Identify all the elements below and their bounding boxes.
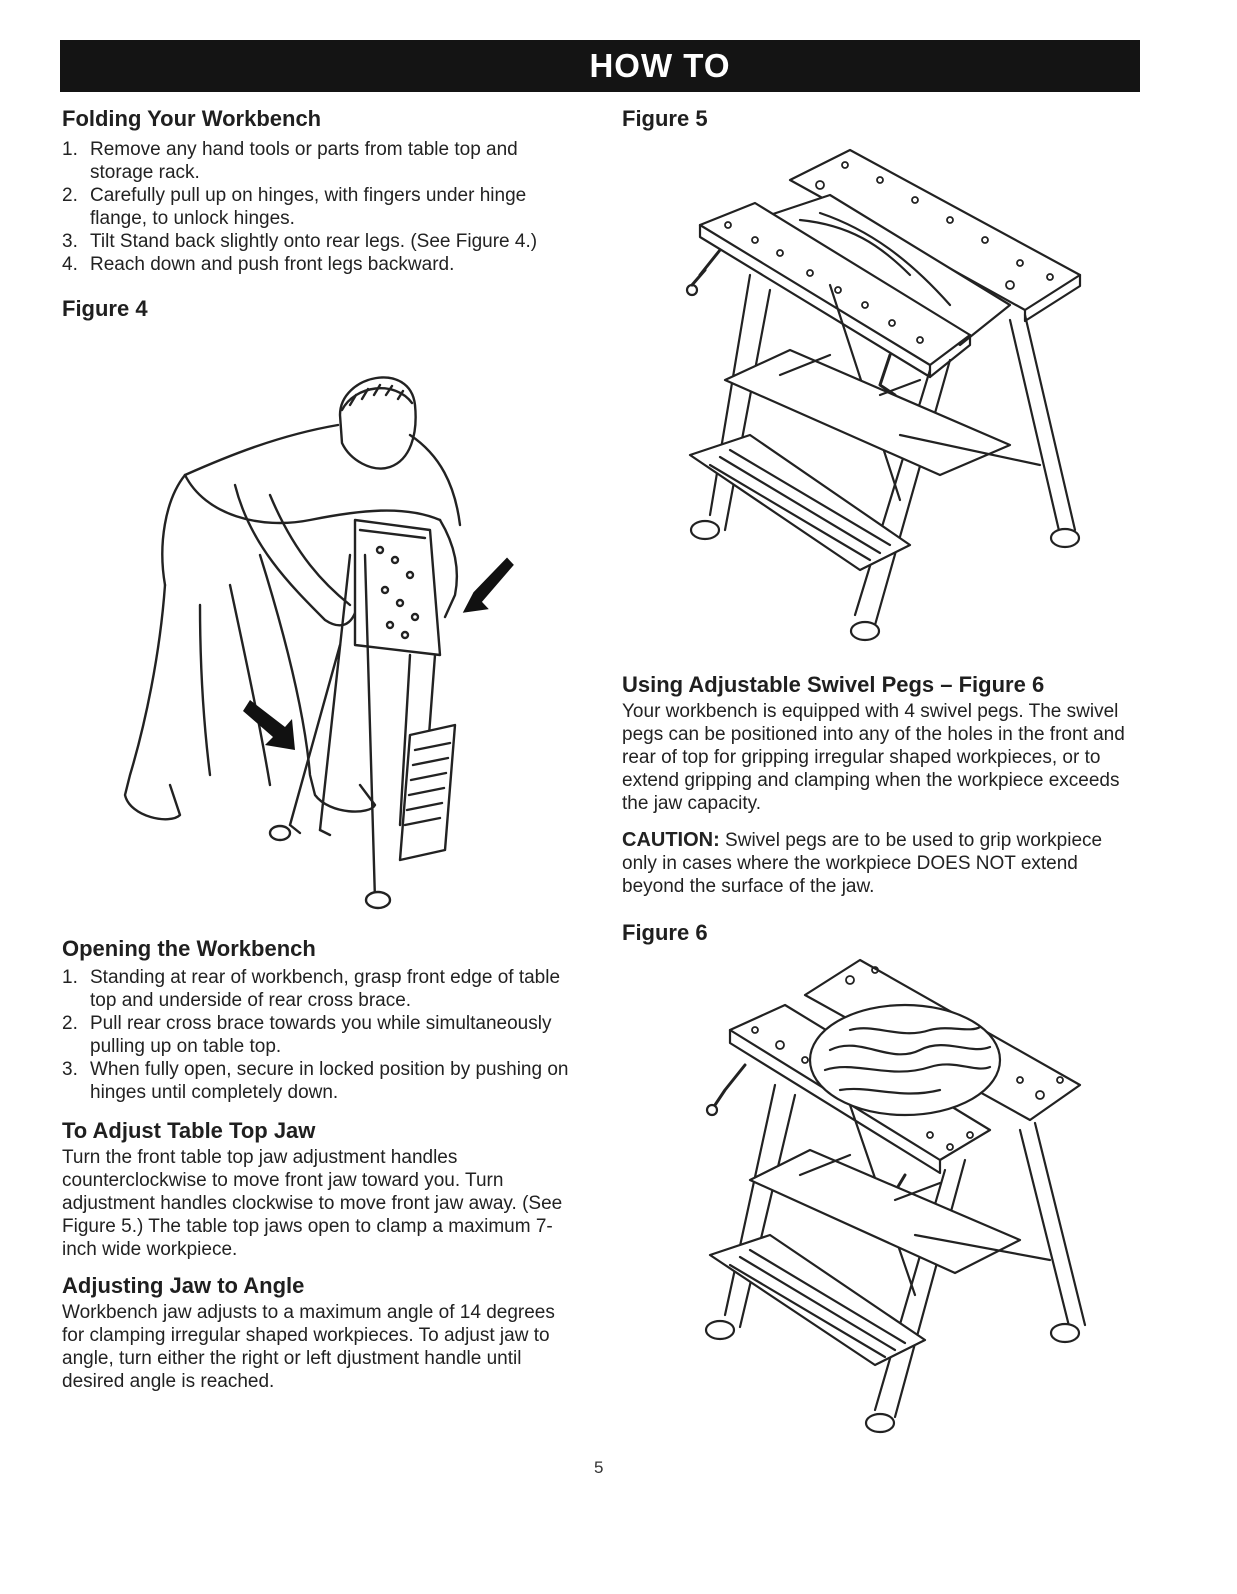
person-folding-illustration <box>123 376 514 910</box>
list-item: 3.Tilt Stand back slightly onto rear leg… <box>62 231 538 252</box>
workbench-illustration <box>685 148 1082 642</box>
angle-text: Workbench jaw adjusts to a maximum angle… <box>62 1302 555 1392</box>
right-column: Figure 5 <box>622 104 1142 134</box>
swivel-section: Using Adjustable Swivel Pegs – Figure 6 … <box>622 670 1142 948</box>
figure6-label: Figure 6 <box>622 920 708 945</box>
list-item: 3.When fully open, secure in locked posi… <box>62 1059 569 1103</box>
figure4-label: Figure 4 <box>62 296 148 321</box>
caution-label: CAUTION: <box>622 829 720 851</box>
adjust-jaw-title: To Adjust Table Top Jaw <box>62 1118 316 1143</box>
list-item: 2.Pull rear cross brace towards you whil… <box>62 1013 552 1057</box>
figure6-illustration <box>690 955 1110 1435</box>
list-item: 4.Reach down and push front legs backwar… <box>62 254 455 275</box>
list-item: 1.Standing at rear of workbench, grasp f… <box>62 967 561 1011</box>
angle-title: Adjusting Jaw to Angle <box>62 1273 305 1298</box>
left-column: Folding Your Workbench 1.Remove any hand… <box>62 104 582 324</box>
figure5-label: Figure 5 <box>622 106 708 131</box>
folding-steps: 1.Remove any hand tools or parts from ta… <box>62 138 582 276</box>
figure5-illustration <box>680 145 1100 645</box>
page-title: HOW TO <box>589 47 731 84</box>
left-column-lower: Opening the Workbench 1.Standing at rear… <box>62 934 582 1393</box>
page-number: 5 <box>594 1458 604 1477</box>
figure4-illustration <box>110 355 580 915</box>
caution-text: CAUTION: Swivel pegs are to be used to g… <box>622 829 1103 897</box>
opening-title: Opening the Workbench <box>62 936 316 961</box>
list-item: 1.Remove any hand tools or parts from ta… <box>62 139 518 183</box>
adjust-jaw-text: Turn the front table top jaw adjustment … <box>62 1147 563 1260</box>
arrow-icon <box>243 557 514 750</box>
folding-title: Folding Your Workbench <box>62 106 322 131</box>
header-banner: HOW TO <box>60 40 1140 92</box>
swivel-title: Using Adjustable Swivel Pegs – Figure 6 <box>622 672 1045 697</box>
workbench-illustration <box>704 958 1087 1434</box>
list-item: 2.Carefully pull up on hinges, with fing… <box>62 185 527 229</box>
opening-steps: 1.Standing at rear of workbench, grasp f… <box>62 966 582 1104</box>
swivel-text: Your workbench is equipped with 4 swivel… <box>622 701 1125 814</box>
